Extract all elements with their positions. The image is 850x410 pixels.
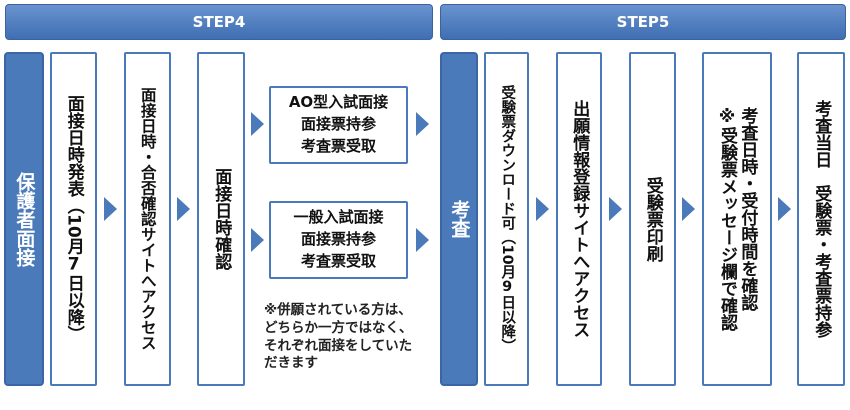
arrow-3b <box>251 228 264 252</box>
arrow-3a <box>251 112 264 136</box>
ao-interview-label: AO型入試面接 面接票持参 考査票受取 <box>288 93 389 155</box>
print-ticket-node: 受験票印刷 <box>629 52 676 386</box>
arrow-8 <box>778 197 791 221</box>
ticket-download-label: 受験票ダウンロード可（10月9日以降） <box>499 84 516 354</box>
confirm-interview-node: 面接日時確認 <box>197 52 245 386</box>
exam-day-node: 考査当日 受験票・考査票持参 <box>797 52 845 386</box>
exam-day-label: 考査当日 受験票・考査票持参 <box>811 100 832 338</box>
interview-announcement-node: 面接日時発表（10月7日以降） <box>50 52 97 386</box>
registration-access-node: 出願情報登録サイトへアクセス <box>556 52 602 386</box>
guardian-interview-node: 保護者面接 <box>4 52 44 386</box>
step5-banner: STEP5 <box>440 4 846 40</box>
guardian-interview-label: 保護者面接 <box>13 171 36 267</box>
ticket-download-node: 受験票ダウンロード可（10月9日以降） <box>484 52 529 386</box>
confirm-interview-label: 面接日時確認 <box>211 168 232 270</box>
step5-label: STEP5 <box>616 13 670 31</box>
registration-access-label: 出願情報登録サイトへアクセス <box>569 100 590 338</box>
interview-announcement-label: 面接日時発表（10月7日以降） <box>63 95 84 343</box>
arrow-1 <box>104 197 117 221</box>
arrow-4a <box>416 112 429 136</box>
step4-banner: STEP4 <box>5 4 433 40</box>
access-site-label: 面接日時・合否確認サイトへアクセス <box>138 87 157 351</box>
step4-label: STEP4 <box>192 13 246 31</box>
arrow-2 <box>177 197 190 221</box>
arrow-7 <box>682 197 695 221</box>
note-text: ※併願されている方は、 どちらか一方ではなく、 それぞれ面接をしていた だきます <box>264 302 413 372</box>
arrow-5 <box>536 197 549 221</box>
general-interview-node: 一般入試面接 面接票持参 考査票受取 <box>269 201 408 279</box>
general-interview-label: 一般入試面接 面接票持参 考査票受取 <box>293 208 384 270</box>
exam-label: 考査 <box>448 200 471 238</box>
exam-node: 考査 <box>440 52 478 386</box>
access-site-node: 面接日時・合否確認サイトへアクセス <box>124 52 171 386</box>
arrow-6 <box>609 197 622 221</box>
check-time-node: 考査日時・受付時間を確認 ※受験票メッセージ欄で確認 <box>702 52 772 386</box>
check-time-label: 考査日時・受付時間を確認 ※受験票メッセージ欄で確認 <box>717 107 758 331</box>
arrow-4b <box>416 228 429 252</box>
print-ticket-label: 受験票印刷 <box>642 176 663 262</box>
ao-interview-node: AO型入試面接 面接票持参 考査票受取 <box>269 86 408 164</box>
